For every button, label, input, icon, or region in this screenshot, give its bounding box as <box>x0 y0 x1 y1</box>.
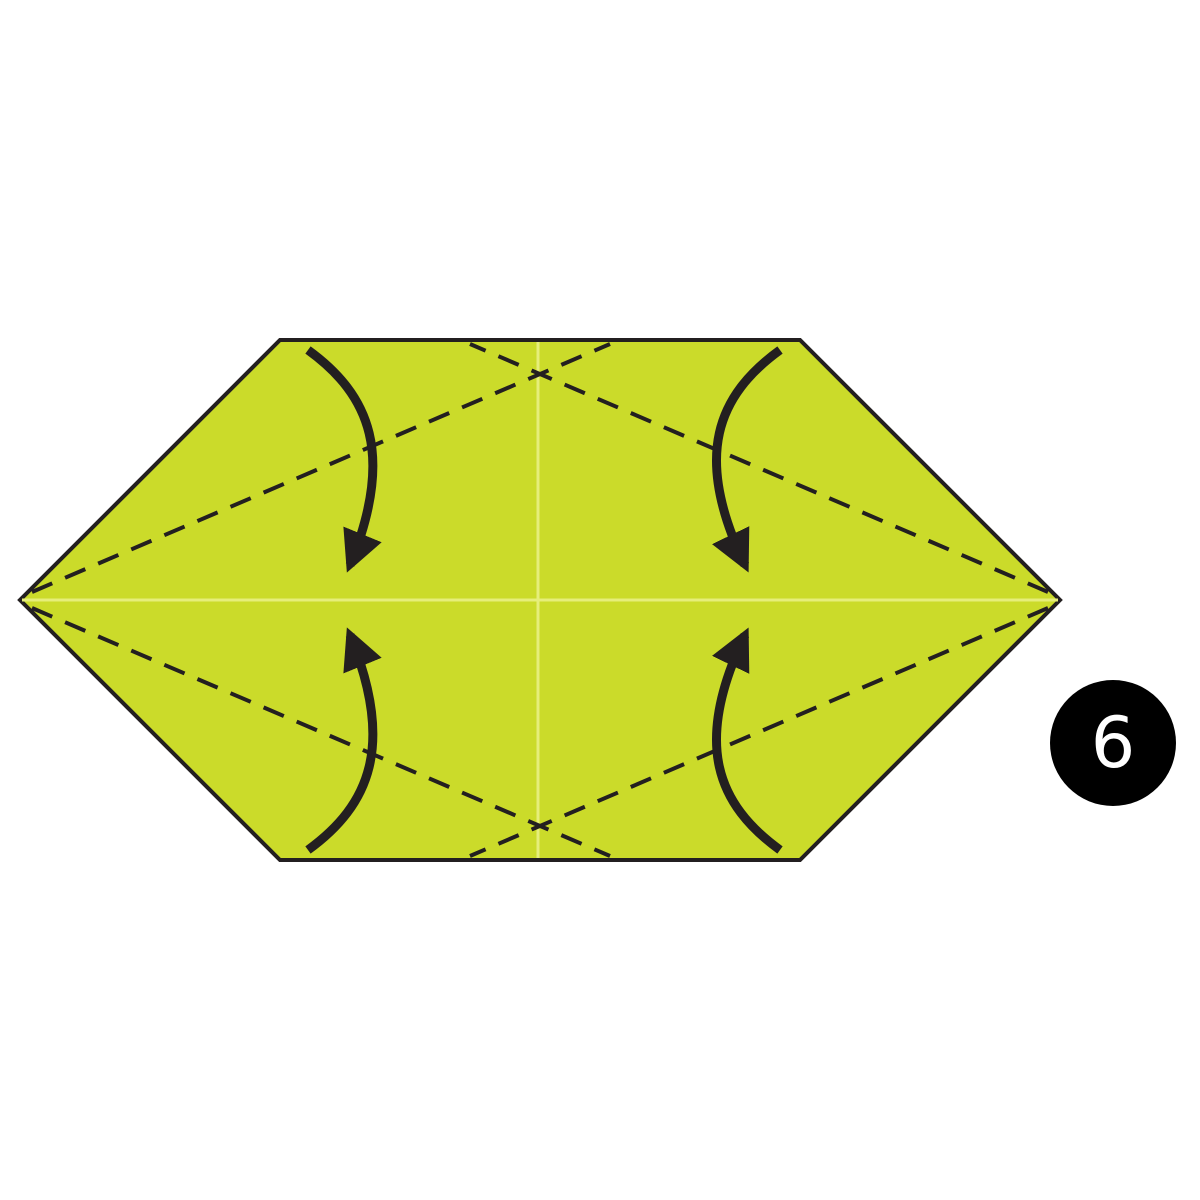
fold-arrows <box>305 346 783 854</box>
step-number: 6 <box>1090 702 1136 784</box>
fold-arrow-icon <box>305 346 382 573</box>
valley-fold-line <box>31 606 611 858</box>
valley-fold-line <box>469 606 1049 858</box>
valley-fold-lines <box>31 342 1049 858</box>
step-number-badge: 6 <box>1050 680 1176 806</box>
fold-arrow-icon <box>305 627 382 854</box>
valley-fold-line <box>31 342 611 594</box>
fold-arrow-icon <box>711 627 783 854</box>
valley-fold-line <box>469 342 1049 594</box>
fold-arrow-icon <box>711 346 783 573</box>
step-badge-circle <box>1050 680 1176 806</box>
